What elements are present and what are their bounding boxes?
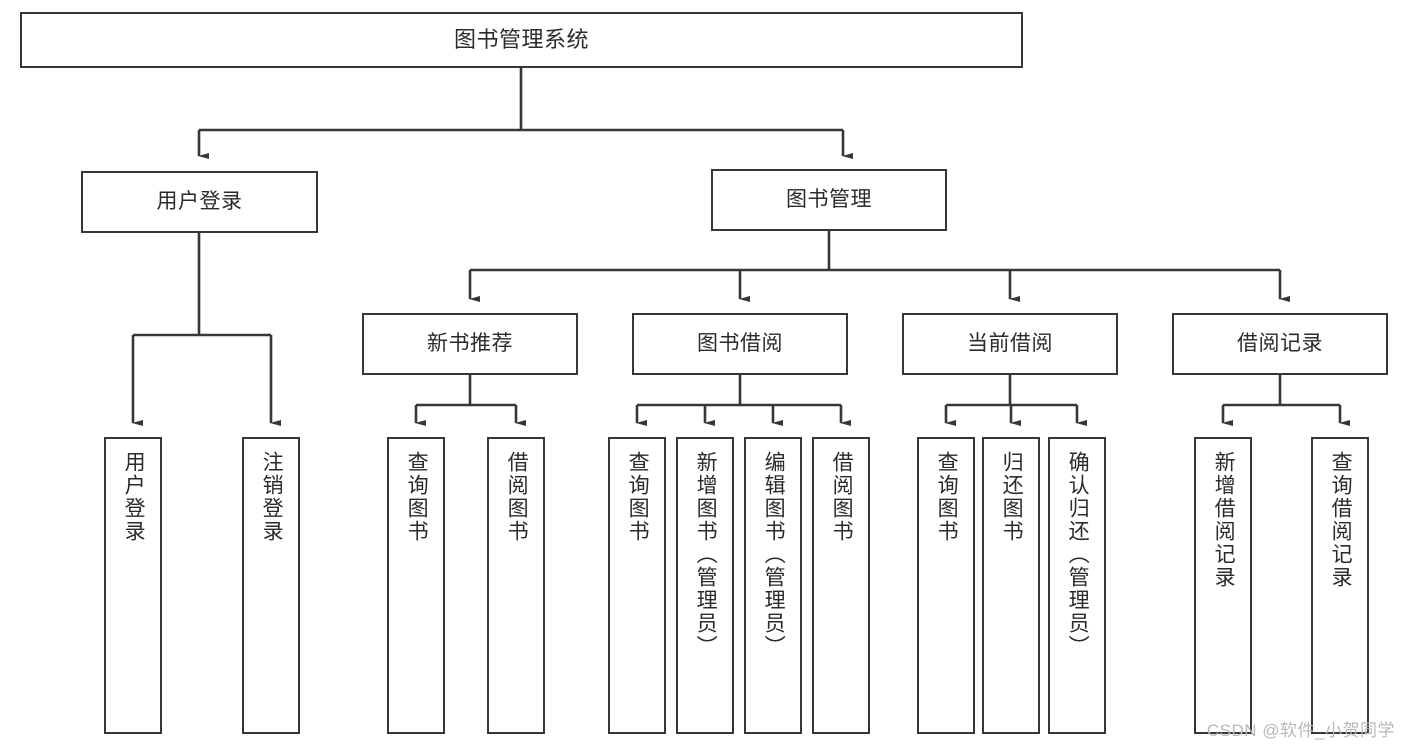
leaf-br-add-record-label: 新增借阅记录 (1212, 451, 1236, 589)
leaf-cb-return-book[interactable]: 归还图书 (982, 437, 1040, 734)
leaf-cb-confirm-return-label: 确认归还（管理员） (1066, 451, 1090, 658)
leaf-cb-return-book-label: 归还图书 (1000, 451, 1024, 543)
leaf-cb-query-book[interactable]: 查询图书 (917, 437, 975, 734)
node-user-login-label: 用户登录 (156, 190, 243, 214)
node-new-book-recommend-label: 新书推荐 (427, 332, 513, 356)
watermark: CSDN @软件_小贺同学 (1206, 721, 1395, 740)
leaf-bb-edit-book-label: 编辑图书（管理员） (762, 451, 786, 658)
node-new-book-recommend[interactable]: 新书推荐 (362, 313, 578, 375)
leaf-logout[interactable]: 注销登录 (242, 437, 300, 734)
node-book-management-label: 图书管理 (786, 188, 872, 212)
leaf-bb-query-book-label: 查询图书 (626, 451, 650, 543)
node-borrow-record-label: 借阅记录 (1237, 332, 1323, 356)
node-borrow-record[interactable]: 借阅记录 (1172, 313, 1388, 375)
leaf-br-query-record-label: 查询借阅记录 (1329, 451, 1353, 589)
leaf-user-login[interactable]: 用户登录 (104, 437, 162, 734)
leaf-bb-borrow-book[interactable]: 借阅图书 (812, 437, 870, 734)
node-root-label: 图书管理系统 (453, 26, 589, 52)
leaf-br-add-record[interactable]: 新增借阅记录 (1194, 437, 1252, 734)
node-current-borrow-label: 当前借阅 (967, 332, 1053, 356)
leaf-user-login-label: 用户登录 (122, 451, 146, 543)
leaf-nb-query-book[interactable]: 查询图书 (387, 437, 445, 734)
leaf-nb-borrow-book[interactable]: 借阅图书 (487, 437, 545, 734)
node-user-login[interactable]: 用户登录 (81, 171, 318, 233)
node-current-borrow[interactable]: 当前借阅 (902, 313, 1118, 375)
leaf-nb-query-book-label: 查询图书 (405, 451, 429, 543)
node-book-borrow-label: 图书借阅 (697, 332, 783, 356)
node-book-borrow[interactable]: 图书借阅 (632, 313, 848, 375)
node-book-management[interactable]: 图书管理 (711, 169, 947, 231)
leaf-bb-query-book[interactable]: 查询图书 (608, 437, 666, 734)
leaf-bb-borrow-book-label: 借阅图书 (830, 451, 854, 543)
leaf-nb-borrow-book-label: 借阅图书 (505, 451, 529, 543)
leaf-bb-edit-book[interactable]: 编辑图书（管理员） (744, 437, 802, 734)
leaf-logout-label: 注销登录 (260, 451, 284, 543)
leaf-bb-add-book-label: 新增图书（管理员） (694, 451, 718, 658)
node-root[interactable]: 图书管理系统 (20, 12, 1023, 68)
leaf-br-query-record[interactable]: 查询借阅记录 (1311, 437, 1369, 734)
leaf-cb-confirm-return[interactable]: 确认归还（管理员） (1048, 437, 1106, 734)
leaf-cb-query-book-label: 查询图书 (935, 451, 959, 543)
leaf-bb-add-book[interactable]: 新增图书（管理员） (676, 437, 734, 734)
